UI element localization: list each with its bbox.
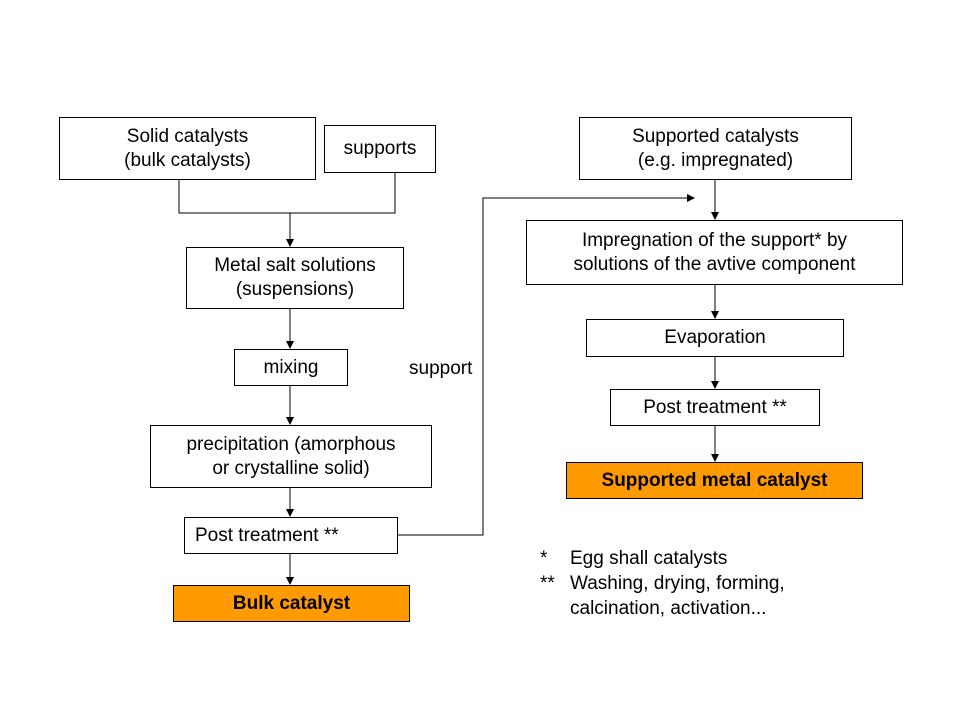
footnote-mark: ** xyxy=(540,573,555,594)
merge-connector xyxy=(178,172,396,214)
footnote-mark: * xyxy=(540,548,548,569)
post-treatment-left-box: Post treatment ** xyxy=(184,517,398,554)
bulk-catalyst-box: Bulk catalyst xyxy=(173,585,410,622)
impregnation-box: Impregnation of the support* by solution… xyxy=(526,220,903,285)
footnote-double-star: ** Washing, drying, forming, xyxy=(540,571,785,596)
footnotes: * Egg shall catalysts ** Washing, drying… xyxy=(540,546,785,621)
supports-box: supports xyxy=(324,125,436,173)
mixing-box: mixing xyxy=(234,349,348,386)
post-treatment-right-box: Post treatment ** xyxy=(610,389,820,426)
precipitation-box: precipitation (amorphous or crystalline … xyxy=(150,425,432,488)
metal-salt-solutions-box: Metal salt solutions (suspensions) xyxy=(186,247,404,309)
footnote-text: Washing, drying, forming, xyxy=(570,573,785,594)
supported-metal-catalyst-box: Supported metal catalyst xyxy=(566,462,863,499)
support-connector xyxy=(397,194,695,536)
evaporation-box: Evaporation xyxy=(586,319,844,357)
footnote-text: Egg shall catalysts xyxy=(570,548,728,569)
footnote-single-star: * Egg shall catalysts xyxy=(540,546,785,571)
support-label: support xyxy=(409,358,473,379)
footnote-double-star-continued: calcination, activation... xyxy=(540,596,785,621)
supported-catalysts-box: Supported catalysts (e.g. impregnated) xyxy=(579,117,852,180)
solid-catalysts-box: Solid catalysts (bulk catalysts) xyxy=(59,117,316,180)
footnote-text: calcination, activation... xyxy=(570,598,767,619)
